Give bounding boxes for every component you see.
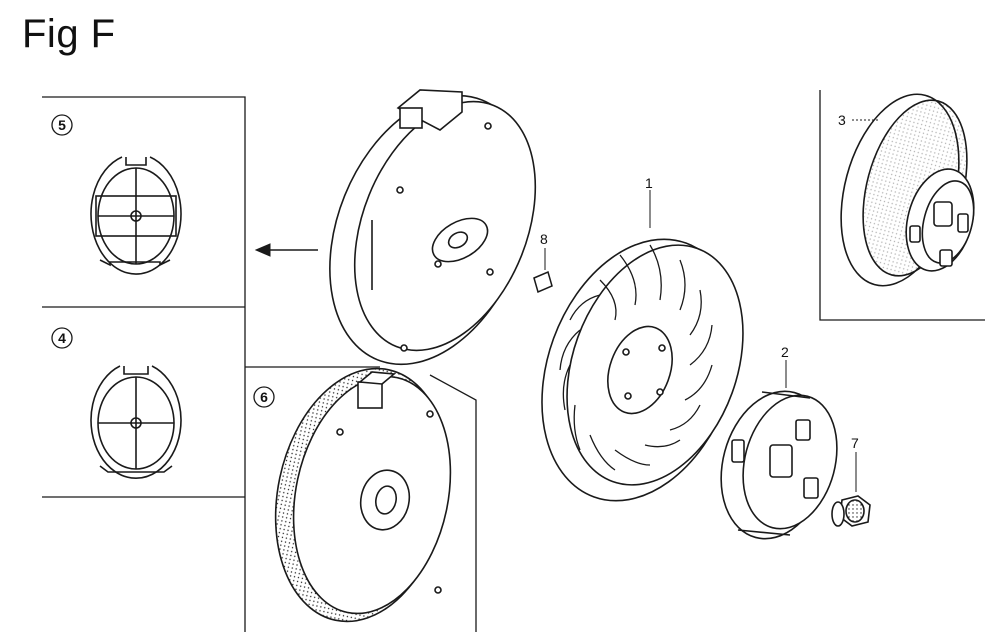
part-5-starter-pulley: [90, 156, 182, 275]
callout-4-label: 4: [58, 330, 66, 346]
part-6-flywheel-ring-gear: [274, 367, 452, 623]
panel-frame-lines: [42, 90, 985, 632]
callout-4: 4: [51, 327, 73, 349]
callout-1-label: 1: [645, 175, 653, 191]
direction-arrow: [254, 243, 318, 257]
figure-title: Fig F: [22, 12, 116, 56]
callout-8-label: 8: [540, 231, 548, 247]
callout-7-label: 7: [851, 435, 859, 451]
callout-2-label: 2: [781, 344, 789, 360]
callout-3-label: 3: [838, 112, 846, 128]
callout-6-label: 6: [260, 389, 268, 405]
callout-5: 5: [51, 114, 73, 136]
callout-5-label: 5: [58, 117, 66, 133]
part-8-woodruff-key: [533, 248, 553, 294]
part-2-starter-cup: [720, 390, 838, 540]
part-7-flywheel-nut: [831, 495, 871, 527]
callout-6: 6: [253, 386, 275, 408]
part-3-starter-cup-assembly: [840, 93, 975, 287]
part-1-cooling-fan: [541, 238, 744, 502]
flywheel-upper: [329, 89, 537, 366]
part-4-starter-pulley: [90, 365, 182, 479]
